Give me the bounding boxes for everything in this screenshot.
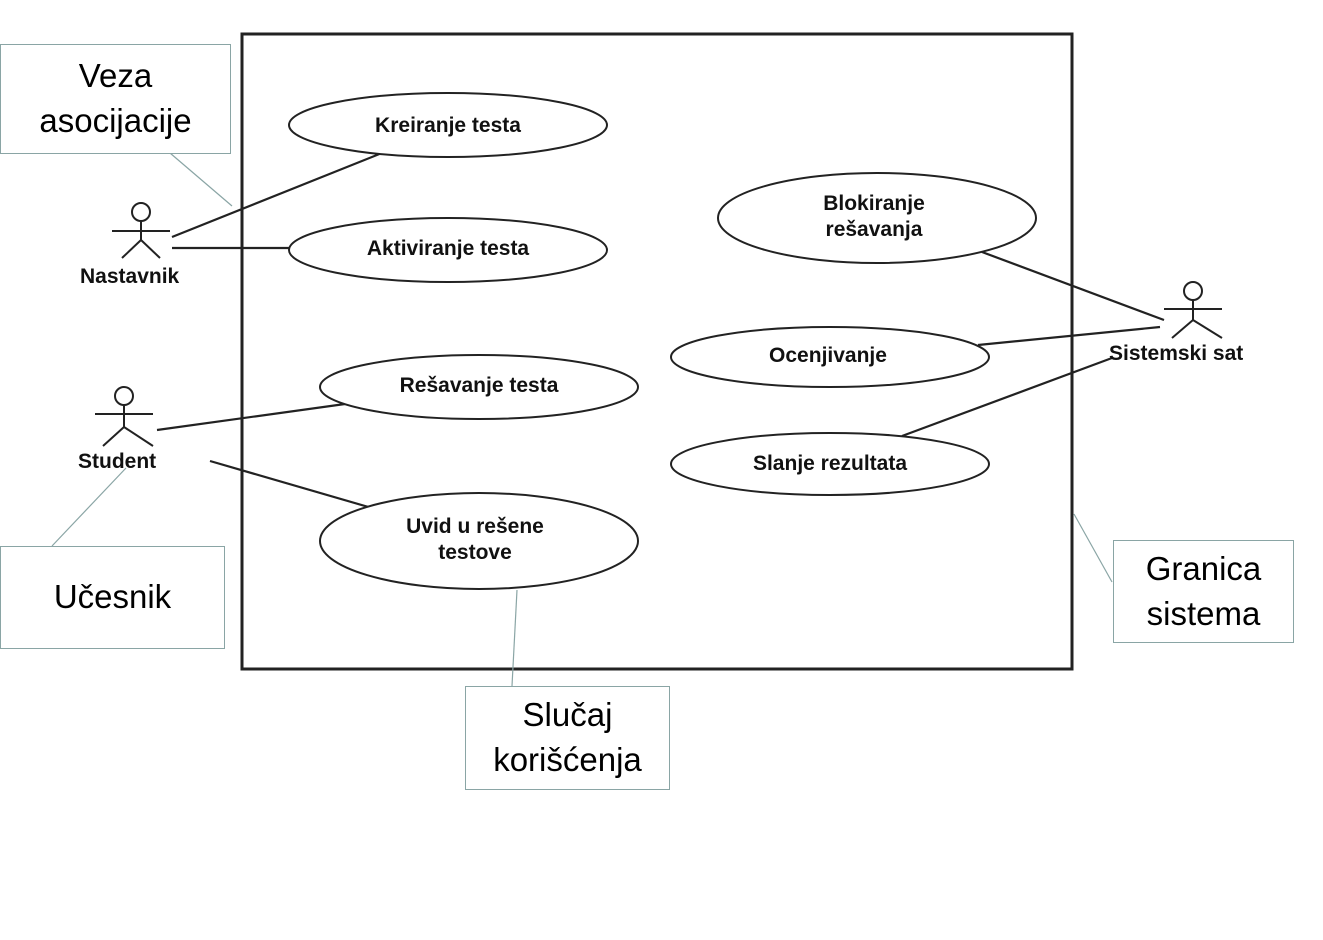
association-sat-ocenjivanje [977,325,1161,347]
use-case-label: Ocenjivanje [769,344,887,367]
callout-line: Učesnik [53,578,172,616]
callout-line: asocijacije [39,102,192,139]
callout-line: Granica [1145,549,1262,587]
use-case-aktiviranje-testa: Aktiviranje testa [288,217,608,283]
use-case-blokiranje-resavanja: Blokiranje rešavanja [717,172,1037,264]
actor-label-student: Student [78,450,156,473]
callout-line: Slučaj [522,696,613,734]
use-case-label: Aktiviranje testa [367,237,530,260]
use-case-label: rešavanja [826,218,923,241]
stick-figure-icon [95,386,154,447]
callout-granica-sistema: Granica sistema [1113,540,1294,643]
actor-label-nastavnik: Nastavnik [80,265,180,288]
association-student-resavanje [156,402,346,432]
use-case-resavanje-testa: Rešavanje testa [319,354,639,420]
leader-line-use-case [511,589,518,687]
use-case-uvid-u-resene-testove: Uvid u rešene testove [319,492,639,590]
association-sat-blokiranje [981,250,1165,322]
use-case-label: Slanje rezultata [753,452,907,475]
association-nastavnik-kreiranje [171,151,383,239]
use-case-label: Uvid u rešene [406,515,544,538]
callout-line: Veza [78,57,153,95]
callout-line: sistema [1146,594,1261,632]
callout-ucesnik: Učesnik [0,546,225,649]
use-case-label: Blokiranje [823,192,925,215]
actor-label-sistemski-sat: Sistemski sat [1109,342,1243,365]
callout-slucaj-koriscenja: Slučaj korišćenja [465,686,670,790]
use-case-ocenjivanje: Ocenjivanje [670,326,990,388]
use-case-label: testove [438,541,512,564]
callout-veza-asocijacije: Veza asocijacije [0,44,231,154]
leader-line-association [169,152,233,207]
association-sat-slanje [901,356,1113,438]
callout-line: korišćenja [493,741,642,778]
leader-line-participant [51,467,127,547]
system-boundary [240,32,1074,671]
use-case-label: Kreiranje testa [375,114,521,137]
association-student-uvid [209,459,373,510]
stick-figure-icon [112,202,170,259]
actor-nastavnik: Nastavnik [80,202,180,288]
stick-figure-icon [1164,281,1223,339]
actor-sistemski-sat: Sistemski sat [1109,281,1243,365]
leader-line-boundary [1073,513,1113,583]
use-case-label: Rešavanje testa [400,374,559,397]
actor-student: Student [78,386,156,473]
use-case-slanje-rezultata: Slanje rezultata [670,432,990,496]
use-case-kreiranje-testa: Kreiranje testa [288,92,608,158]
